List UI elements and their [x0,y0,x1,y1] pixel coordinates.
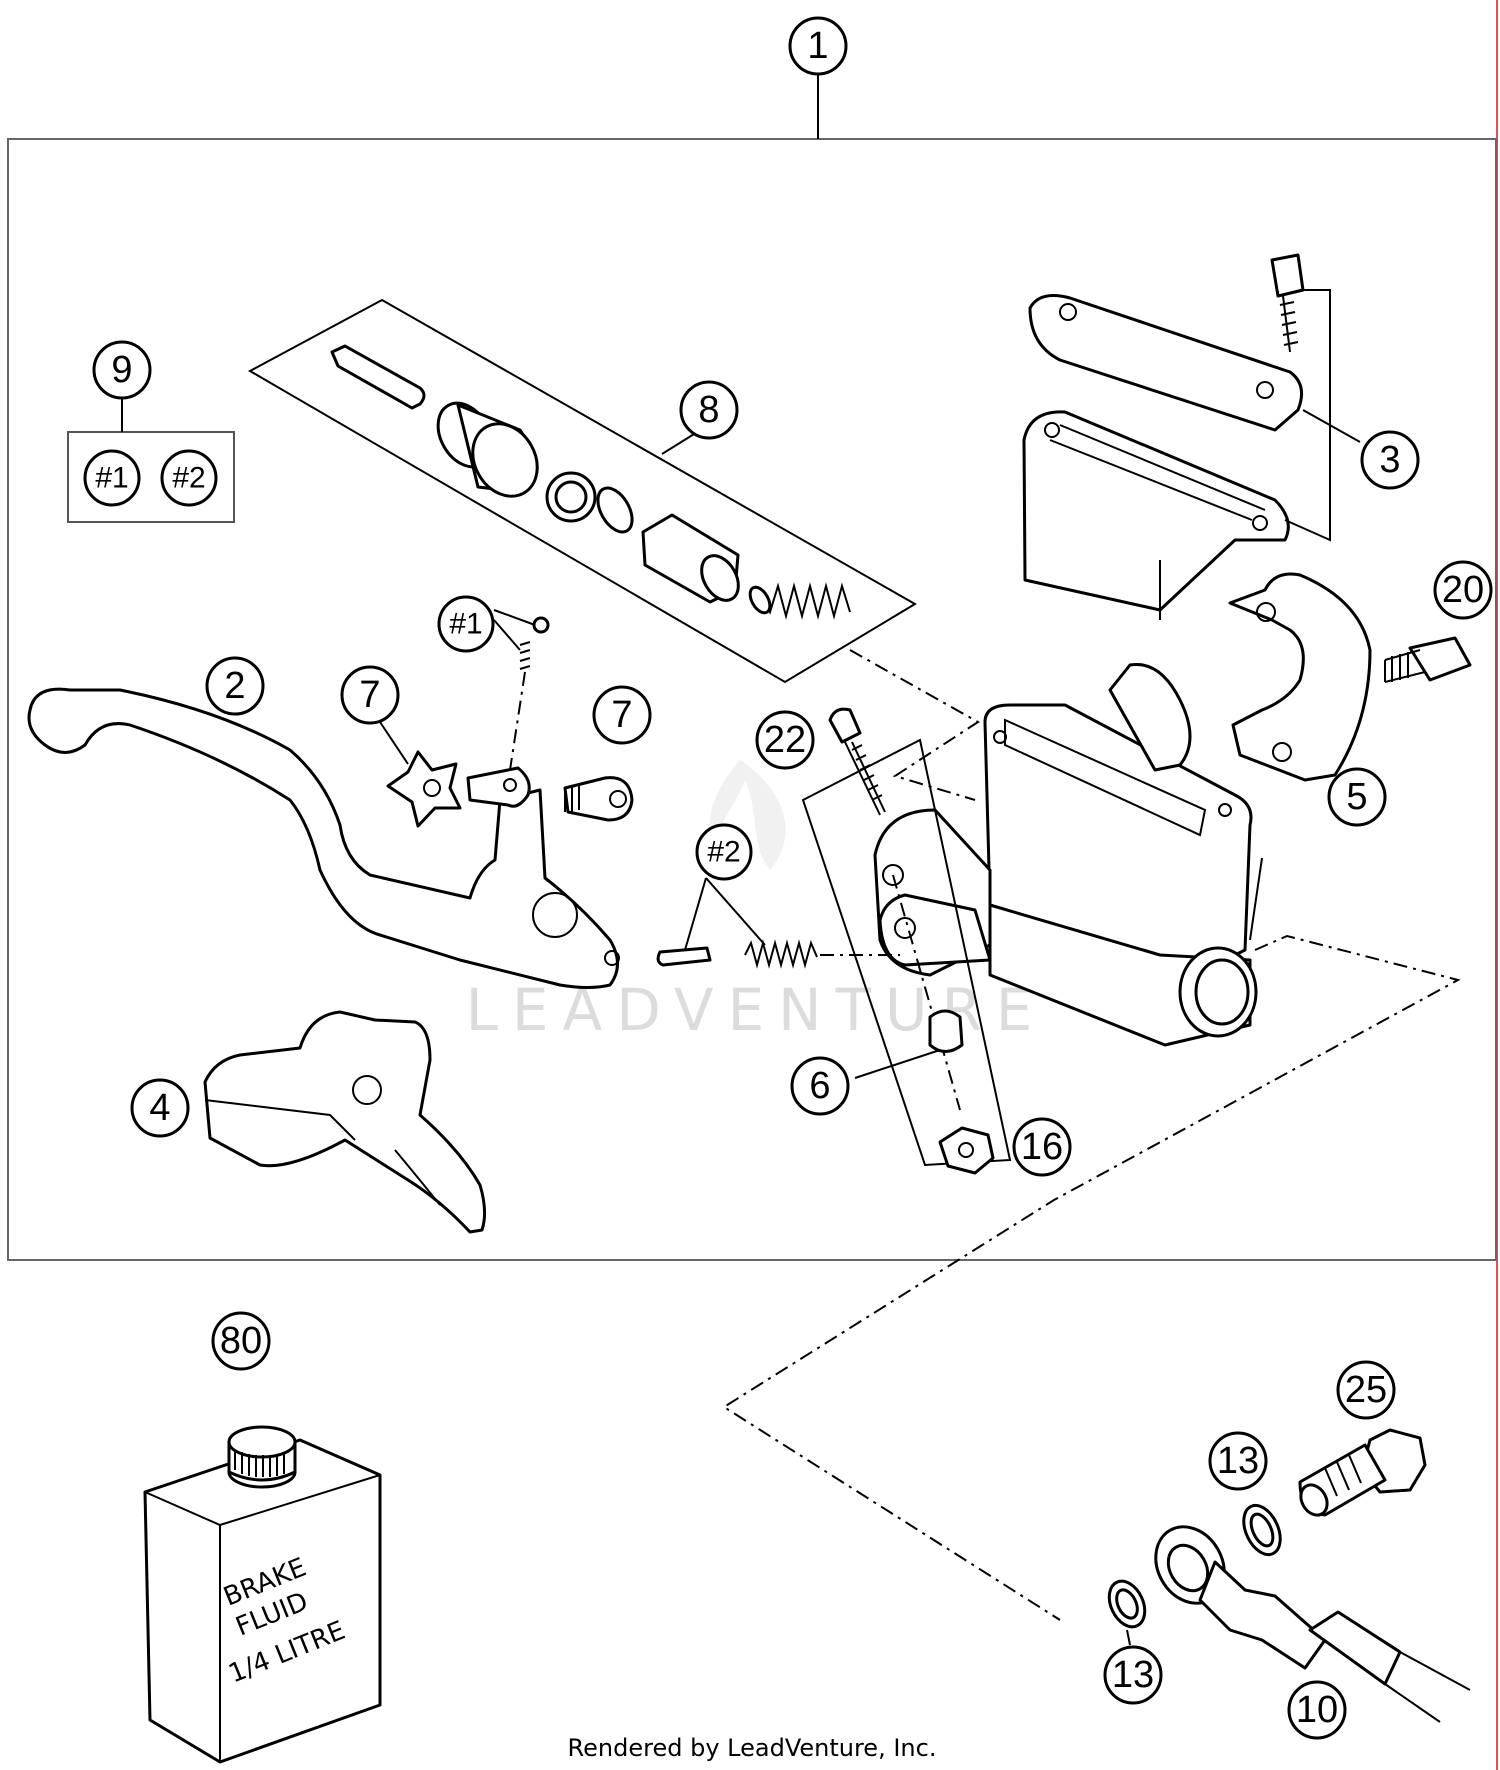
svg-text:1: 1 [807,25,828,67]
svg-text:#2: #2 [172,462,205,495]
callout-80: 80 [211,1311,271,1371]
svg-text:#1: #1 [449,608,482,641]
callout-22: 22 [755,710,815,770]
callout-25: 25 [1336,1360,1396,1420]
assembly-frame [7,138,1497,1261]
banjo-fitting [1154,1525,1327,1670]
callout-20: 20 [1433,560,1493,620]
callout-7a: 7 [340,665,400,725]
callout-h1-spring: #1 [437,595,495,653]
callout-16: 16 [1012,1117,1072,1177]
callout-8: 8 [679,380,739,440]
callout-7b: 7 [592,685,652,745]
callout-13-upper: 13 [1208,1431,1268,1491]
bolt-part-20 [1384,636,1472,683]
h1-axis-line [509,671,526,771]
clamp-part-5 [1228,572,1372,782]
svg-text:3: 3 [1379,439,1400,481]
svg-text:25: 25 [1345,1369,1387,1411]
brake-hose-part-10 [1308,1610,1471,1723]
banjo-bolt-part-25 [1298,1428,1427,1517]
pivot-group-bracket [801,738,1012,1167]
piston-kit-alignment-line [849,649,980,801]
svg-text:80: 80 [220,1320,262,1362]
svg-text:7: 7 [359,674,380,716]
callout-3-bracket [1284,289,1331,542]
callout-h2-pin: #2 [695,823,753,881]
svg-text:4: 4 [149,1087,170,1129]
part-9-box [67,431,235,523]
callout-3: 3 [1360,430,1420,490]
watermark-logo [709,760,786,870]
h2-leader [684,877,766,951]
callout-10: 10 [1287,1680,1347,1740]
h1-leader [493,609,536,651]
callout-2: 2 [205,656,265,716]
svg-text:22: 22 [764,719,806,761]
footer-credit: Rendered by LeadVenture, Inc. [568,1734,937,1762]
svg-text:13: 13 [1112,1654,1154,1696]
pivot-axis-line [892,874,961,1111]
adjuster-knob-part-7 [386,750,462,828]
adjuster-screw-part-7 [563,776,634,822]
svg-text:20: 20 [1442,569,1484,611]
callout-7a-leader [379,721,409,765]
washer-part-13-lower [1107,1579,1147,1629]
svg-text:5: 5 [1346,776,1367,818]
svg-text:8: 8 [698,389,719,431]
callout-3-leader [1302,409,1361,443]
brake-lever-part-2 [27,687,620,989]
reservoir-cover-part-3 [1022,253,1305,620]
nut-part-16 [938,1126,995,1175]
callout-1: 1 [788,16,848,76]
ball-spring-part-h1 [519,616,550,670]
piston-kit-part-8 [247,298,917,684]
callout-13-lower: 13 [1103,1645,1163,1705]
master-cylinder-body [873,662,1263,1047]
svg-text:10: 10 [1296,1689,1338,1731]
bushing-part-6 [928,1009,964,1053]
callout-9-h2: #2 [160,449,218,507]
piston-kit-box [247,298,917,684]
washer-part-13-upper [1242,1503,1282,1557]
banjo-alignment-line [722,934,1461,1621]
pivot-bolt-part-22 [828,707,886,816]
pin-spring-part-h2 [656,939,818,969]
callout-13b-leader [1126,1629,1131,1646]
svg-text:#1: #1 [95,462,128,495]
lever-guard-part-4 [203,1010,487,1234]
svg-text:13: 13 [1217,1440,1259,1482]
svg-text:9: 9 [111,349,132,391]
svg-text:7: 7 [611,694,632,736]
brake-fluid-bottle-part-80 [143,1425,382,1764]
callout-6: 6 [790,1056,850,1116]
callout-9-h1: #1 [83,449,141,507]
svg-text:#2: #2 [707,836,740,869]
callout-9: 9 [92,340,152,400]
callout-4: 4 [130,1078,190,1138]
svg-text:2: 2 [224,665,245,707]
callout-6-leader [854,1049,941,1079]
svg-text:16: 16 [1021,1126,1063,1168]
svg-text:6: 6 [809,1065,830,1107]
callout-5: 5 [1327,767,1387,827]
